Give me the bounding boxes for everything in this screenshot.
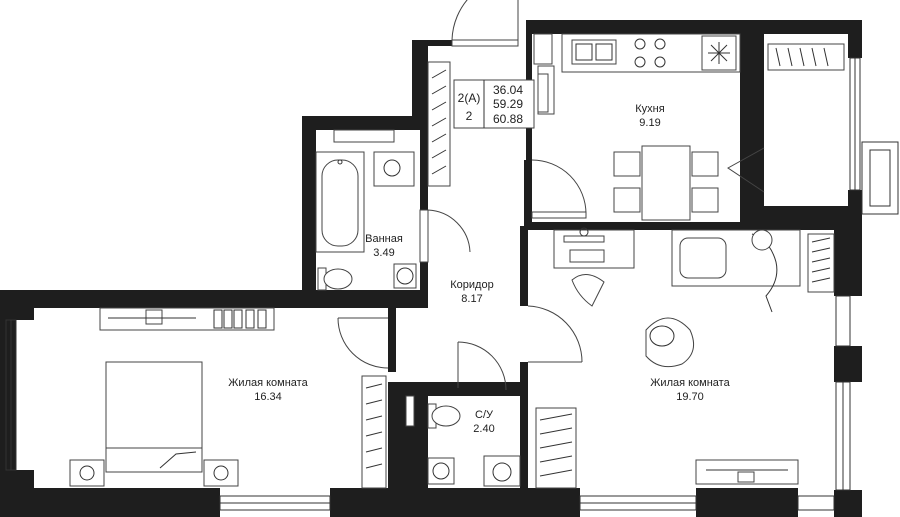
apartment-area-full: 60.88	[493, 112, 523, 126]
room-area: 2.40	[473, 423, 494, 435]
doors	[337, 0, 765, 391]
room-name: Кухня	[635, 103, 664, 115]
apartment-area-living: 36.04	[493, 83, 523, 97]
room-area: 8.17	[461, 293, 482, 305]
room-labels: Кухня 9.19 Ванная 3.49 Коридор 8.17 Жила…	[228, 103, 730, 435]
room-bedroom: Жилая комната 16.34	[228, 377, 308, 403]
apartment-area-total: 59.29	[493, 97, 523, 111]
room-name: Ванная	[365, 233, 403, 245]
apartment-info: 2(А) 2 36.04 59.29 60.88	[453, 79, 535, 129]
room-name: Жилая комната	[228, 377, 308, 389]
apartment-rooms-count: 2	[466, 109, 473, 123]
room-bathroom: Ванная 3.49	[365, 233, 403, 259]
room-kitchen: Кухня 9.19	[635, 103, 664, 129]
room-area: 9.19	[639, 117, 660, 129]
room-name: Жилая комната	[650, 377, 730, 389]
room-name: Коридор	[450, 279, 493, 291]
room-area: 19.70	[676, 391, 704, 403]
room-wc: С/У 2.40	[473, 409, 494, 435]
room-corridor: Коридор 8.17	[450, 279, 493, 305]
room-name: С/У	[475, 409, 494, 421]
room-area: 3.49	[373, 247, 394, 259]
apartment-type: 2(А)	[458, 91, 481, 105]
furniture	[69, 33, 845, 489]
room-living: Жилая комната 19.70	[650, 377, 730, 403]
windows	[5, 57, 899, 511]
room-area: 16.34	[254, 391, 282, 403]
